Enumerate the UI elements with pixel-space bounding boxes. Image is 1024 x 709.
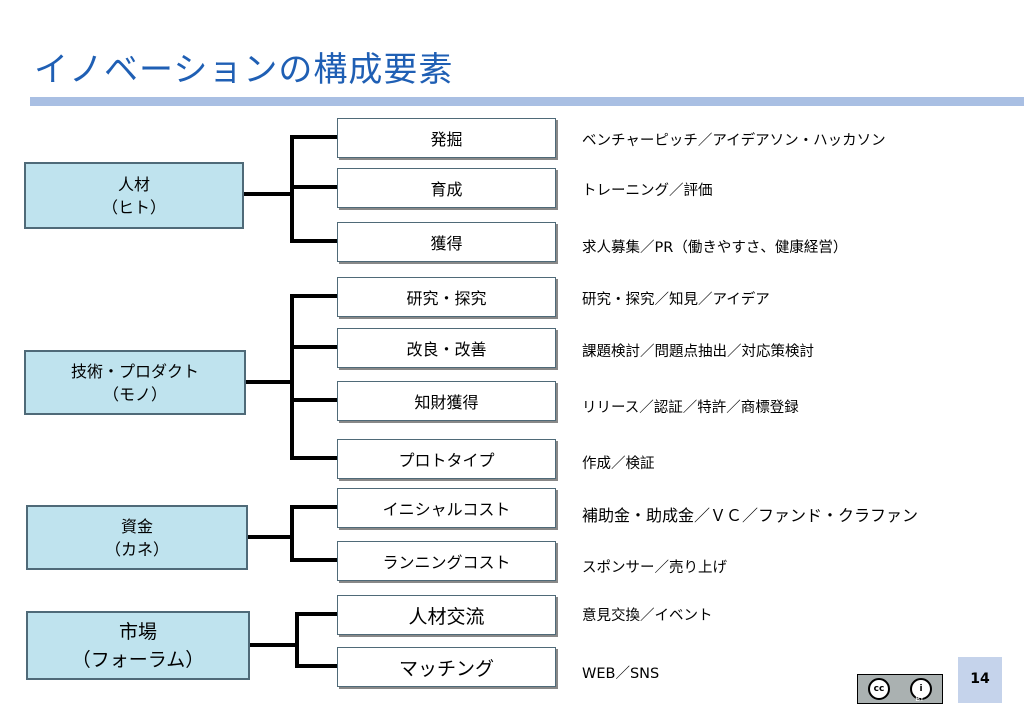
- category-sublabel: （ヒト）: [101, 197, 166, 217]
- title-divider: [30, 97, 1024, 106]
- item-description: WEB／SNS: [582, 666, 660, 682]
- item-description: 意見交換／イベント: [582, 608, 713, 624]
- category-label: 市場: [118, 620, 157, 643]
- category-label: 技術・プロダクト: [70, 361, 199, 381]
- item-box: 獲得: [337, 222, 556, 262]
- category-box-people: 人材 （ヒト）: [24, 162, 244, 229]
- page-title: イノベーションの構成要素: [34, 50, 454, 90]
- item-box: 発掘: [337, 118, 556, 158]
- item-box: 知財獲得: [337, 381, 556, 421]
- attribution-person-icon: i: [910, 678, 932, 700]
- page-number-box: 14: [958, 657, 1002, 703]
- category-sublabel: （カネ）: [104, 539, 169, 559]
- item-description: 補助金・助成金／ＶＣ／ファンド・クラファン: [582, 506, 919, 525]
- item-description: 作成／検証: [582, 456, 655, 472]
- item-box: ランニングコスト: [337, 541, 556, 581]
- category-box-funding: 資金 （カネ）: [26, 505, 248, 570]
- item-box: 人材交流: [337, 595, 556, 635]
- item-description: スポンサー／売り上げ: [582, 560, 727, 576]
- item-description: 求人募集／PR（働きやすさ、健康経営）: [582, 240, 848, 256]
- category-box-technology: 技術・プロダクト （モノ）: [24, 350, 246, 415]
- item-box: イニシャルコスト: [337, 488, 556, 528]
- page-number: 14: [970, 671, 990, 687]
- item-description: ベンチャーピッチ／アイデアソン・ハッカソン: [582, 133, 886, 149]
- category-label: 資金: [120, 516, 153, 536]
- category-label: 人材: [117, 174, 150, 194]
- item-description: トレーニング／評価: [582, 183, 713, 199]
- item-box: 育成: [337, 168, 556, 208]
- item-box: マッチング: [337, 647, 556, 687]
- license-by-label: BY: [915, 695, 924, 703]
- creative-commons-icon: cc: [868, 678, 890, 700]
- category-sublabel: （フォーラム）: [71, 648, 205, 671]
- item-description: 課題検討／問題点抽出／対応策検討: [582, 344, 814, 360]
- category-sublabel: （モノ）: [102, 384, 167, 404]
- item-box: 改良・改善: [337, 328, 556, 368]
- item-box: プロトタイプ: [337, 439, 556, 479]
- item-description: リリース／認証／特許／商標登録: [582, 400, 799, 416]
- category-box-market: 市場 （フォーラム）: [26, 611, 250, 680]
- cc-by-license-badge: cc i BY: [857, 674, 943, 704]
- item-description: 研究・探究／知見／アイデア: [582, 292, 770, 308]
- item-box: 研究・探究: [337, 277, 556, 317]
